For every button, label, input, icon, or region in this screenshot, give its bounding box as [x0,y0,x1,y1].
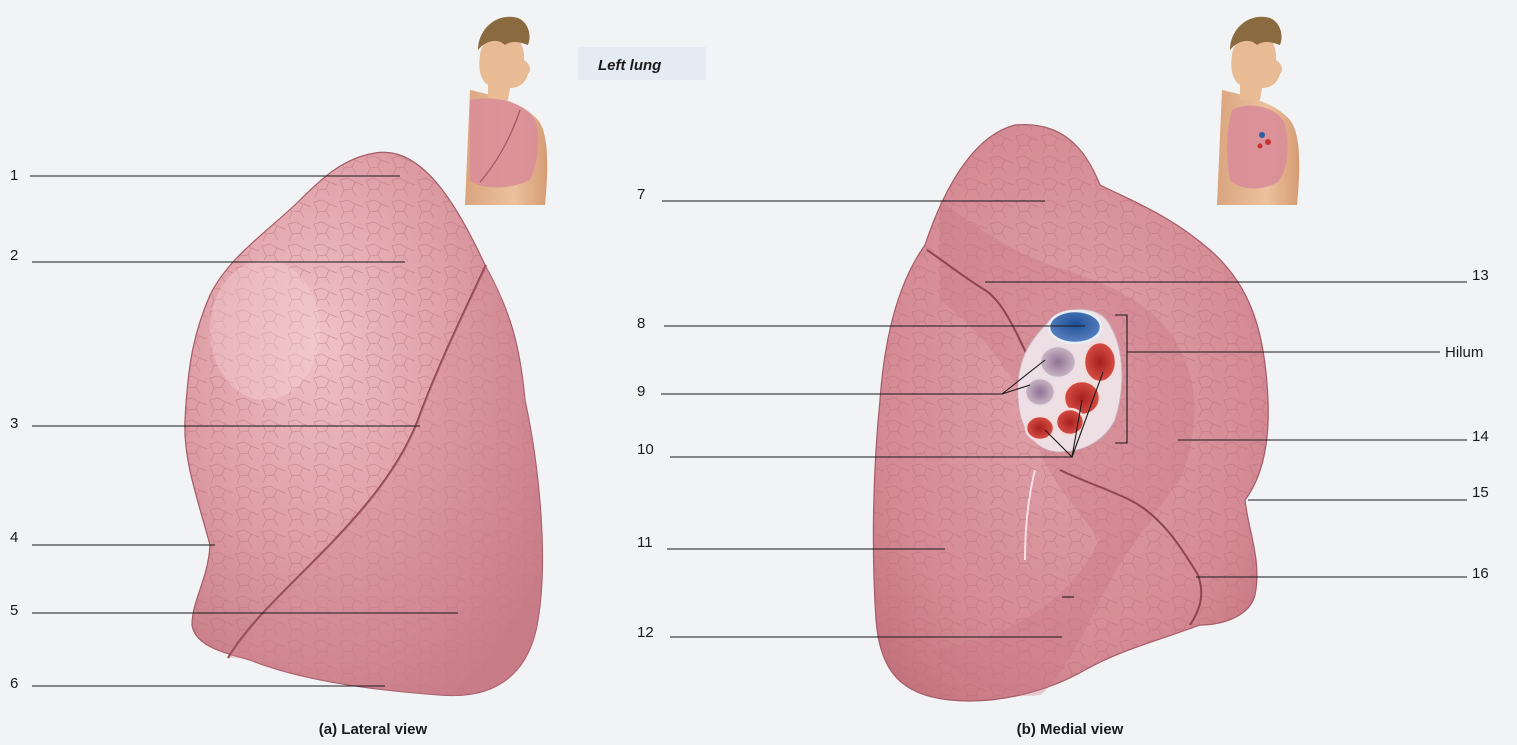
label-15: 15 [1472,484,1489,501]
label-13: 13 [1472,267,1489,284]
thumb-hilum-red [1265,139,1271,145]
label-5: 5 [10,602,18,619]
bronchus-lower [1025,378,1055,406]
label-6: 6 [10,675,18,692]
thumb-lung-left [470,98,538,187]
label-14: 14 [1472,428,1489,445]
thumb-hilum-red-2 [1258,144,1263,149]
thumb-lung-right [1227,106,1287,189]
pulmonary-vein-upper [1084,342,1116,382]
label-10: 10 [637,441,654,458]
label-8: 8 [637,315,645,332]
label-hilum: Hilum [1445,344,1483,361]
title-tag: Left lung [578,47,706,80]
figure-thumbnail-left [465,17,547,205]
caption-medial: (b) Medial view [1017,721,1124,738]
caption-lateral: (a) Lateral view [319,721,428,738]
label-4: 4 [10,529,18,546]
label-16: 16 [1472,565,1489,582]
pulmonary-vein-small [1026,416,1054,440]
medial-lung [873,125,1268,701]
label-11: 11 [637,534,653,551]
label-2: 2 [10,247,18,264]
bronchus-upper [1040,346,1076,378]
thumb-hilum-blue [1259,132,1265,138]
label-12: 12 [637,624,654,641]
lateral-lung [185,152,543,695]
lateral-lung-highlight [210,260,320,400]
label-1: 1 [10,167,18,184]
figure-thumbnail-right [1217,17,1299,205]
label-9: 9 [637,383,645,400]
label-3: 3 [10,415,18,432]
label-7: 7 [637,186,645,203]
pulmonary-artery [1049,311,1101,343]
title-tag-text: Left lung [598,57,661,74]
